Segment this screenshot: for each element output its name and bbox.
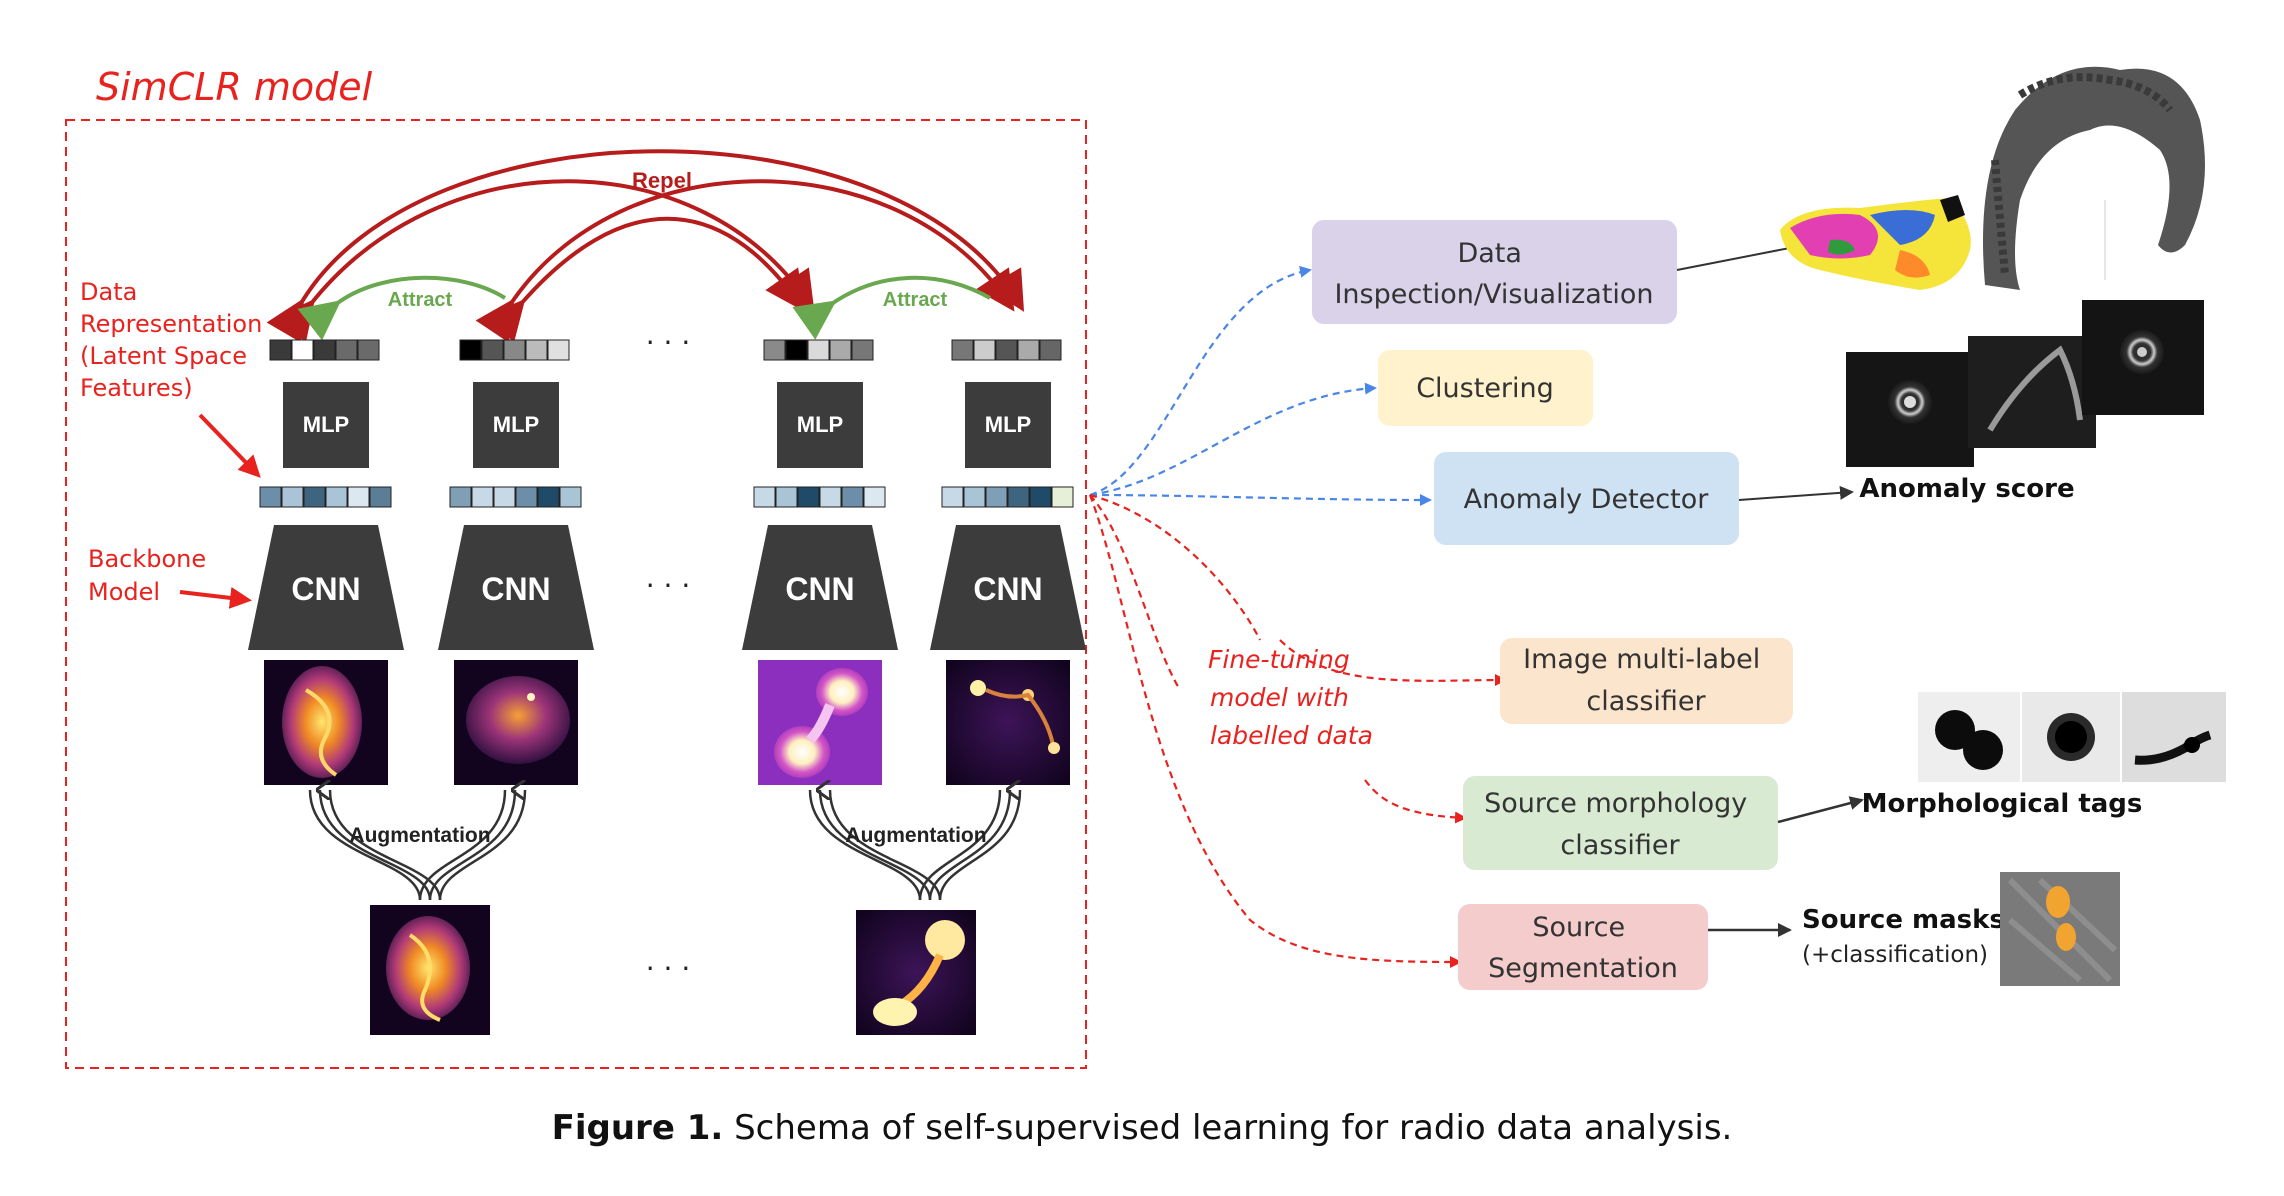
encoder-column-1: MLP CNN <box>248 339 404 785</box>
feature-vector <box>941 486 1074 508</box>
mlp-label: MLP <box>493 412 539 437</box>
augmented-image <box>264 660 388 785</box>
encoder-columns: MLP CNN MLP CNN MLP CNN MLP CNN <box>248 339 1086 785</box>
augmented-image <box>454 660 578 785</box>
augmentation-arrows-left <box>308 790 1022 901</box>
latent-vector <box>269 339 380 361</box>
source-masks-sublabel: (+classification) <box>1802 942 1988 968</box>
morphology-thumbnails <box>1918 692 2226 782</box>
mlp-label: MLP <box>797 412 843 437</box>
attract-label-left: Attract <box>388 289 453 311</box>
augmentation-label-right: Augmentation <box>845 824 986 847</box>
source-image-left <box>370 905 490 1035</box>
attract-label-right: Attract <box>883 289 948 311</box>
encoder-column-2: MLP CNN <box>438 339 594 785</box>
cnn-label: CNN <box>973 571 1042 607</box>
task-anomaly-detector: Anomaly Detector <box>1434 452 1739 545</box>
finetune-label: Fine-tuning model with labelled data <box>1208 645 1373 750</box>
feature-vector <box>259 486 392 508</box>
svg-text:Image multi-label classi: Image multi-label classifier <box>1523 644 1769 717</box>
morphological-tags-label: Morphological tags <box>1862 789 2143 819</box>
segmentation-thumbnail <box>2000 872 2120 986</box>
simclr-title: SimCLR model <box>96 65 373 109</box>
cnn-label: CNN <box>481 571 550 607</box>
backbone-label: Backbone Model <box>88 545 214 606</box>
anomaly-score-label: Anomaly score <box>1859 474 2074 504</box>
red-dashed-arrows <box>1088 493 1507 968</box>
task-multilabel-classifier: Image multi-label classifier <box>1500 638 1793 724</box>
cnn-label: CNN <box>785 571 854 607</box>
ellipsis-bottom: · · · <box>646 952 691 985</box>
latent-vector <box>459 339 570 361</box>
data-representation-arrow <box>198 413 261 478</box>
mlp-label: MLP <box>985 412 1031 437</box>
cnn-block <box>438 525 594 650</box>
mlp-block <box>283 382 369 468</box>
svg-text:Anomaly Detector: Anomaly Detector <box>1464 484 1710 515</box>
attract-arcs <box>297 275 991 341</box>
task-segmentation: Source Segmentation <box>1458 904 1708 990</box>
backbone-arrow <box>179 586 252 609</box>
svg-text:Source morphology classi: Source morphology classifier <box>1484 788 1756 861</box>
caption-label: Figure 1. <box>551 1108 724 1148</box>
repel-label: Repel <box>632 168 692 193</box>
figure-caption: Figure 1. Schema of self-supervised lear… <box>0 1108 2284 1148</box>
augmented-image <box>946 660 1070 785</box>
ellipsis-middle: · · · <box>646 569 691 602</box>
feature-vector <box>449 486 582 508</box>
encoder-column-3: MLP CNN <box>742 339 898 785</box>
cnn-block <box>742 525 898 650</box>
augmentation-label-left: Augmentation <box>349 824 490 847</box>
mlp-label: MLP <box>303 412 349 437</box>
svg-text:Source Segmentation: Source Segmentation <box>1488 912 1678 984</box>
feature-vector <box>753 486 886 508</box>
task-clustering: Clustering <box>1378 350 1593 426</box>
caption-text: Schema of self-supervised learning for r… <box>723 1108 1733 1148</box>
source-masks-label: Source masks <box>1802 905 2005 935</box>
task-morphology-classifier: Source morphology classifier <box>1463 776 1778 870</box>
cnn-label: CNN <box>291 571 360 607</box>
3d-point-cloud <box>1983 66 2205 290</box>
data-representation-label: Data Representation (Latent Space Featur… <box>80 278 270 402</box>
encoder-column-4: MLP CNN <box>930 339 1086 785</box>
anomaly-thumbnails <box>1846 300 2204 467</box>
svg-text:Clustering: Clustering <box>1416 373 1554 404</box>
repel-arcs <box>266 149 1025 343</box>
ssl-schema-diagram: SimCLR model Repel Attract Attract Data … <box>65 65 2226 1069</box>
blue-dashed-arrows <box>1089 265 1432 506</box>
source-image-right <box>856 910 976 1035</box>
output-arrows <box>1676 240 1864 937</box>
augmented-image <box>758 660 882 785</box>
task-data-inspection: Data Inspection/Visualization <box>1312 220 1677 324</box>
simclr-container <box>65 119 1087 1069</box>
latent-vector <box>763 339 874 361</box>
ellipsis-top: · · · <box>646 326 691 359</box>
mlp-block <box>965 382 1051 468</box>
mlp-block <box>473 382 559 468</box>
cnn-block <box>930 525 1086 650</box>
mlp-block <box>777 382 863 468</box>
svg-text:Data Inspection/Visualiz: Data Inspection/Visualization <box>1334 238 1653 310</box>
cnn-block <box>248 525 404 650</box>
scatter-visualization <box>1780 195 1971 290</box>
latent-vector <box>951 339 1062 361</box>
